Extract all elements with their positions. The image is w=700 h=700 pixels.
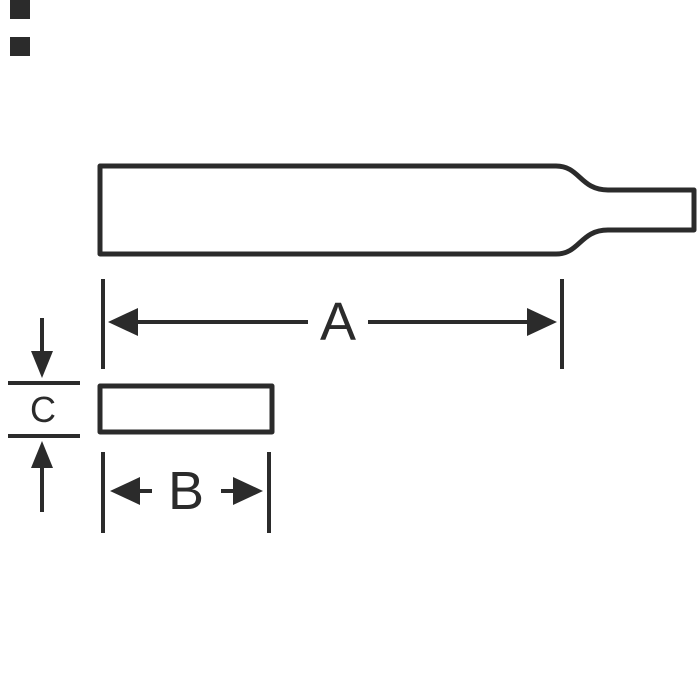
- registration-mark-bottom: [10, 37, 30, 56]
- dimension-c: C: [8, 318, 80, 512]
- dim-c-arrowhead-up: [31, 441, 53, 468]
- dimension-b: B: [101, 452, 271, 533]
- dim-b-arrowhead-left: [110, 477, 140, 505]
- dimension-a: A: [101, 279, 564, 369]
- registration-mark-top: [10, 0, 30, 19]
- dim-a-arrowhead-left: [108, 308, 138, 336]
- dim-a-arrowhead-right: [527, 308, 557, 336]
- cross-section-rectangle: [97, 383, 275, 435]
- file-profile-shape: [97, 163, 697, 257]
- dim-b-arrowhead-right: [233, 477, 263, 505]
- dim-c-arrowhead-down: [31, 351, 53, 378]
- dimension-a-label: A: [320, 292, 356, 352]
- dimension-c-label: C: [30, 389, 56, 430]
- dimension-b-label: B: [168, 461, 204, 521]
